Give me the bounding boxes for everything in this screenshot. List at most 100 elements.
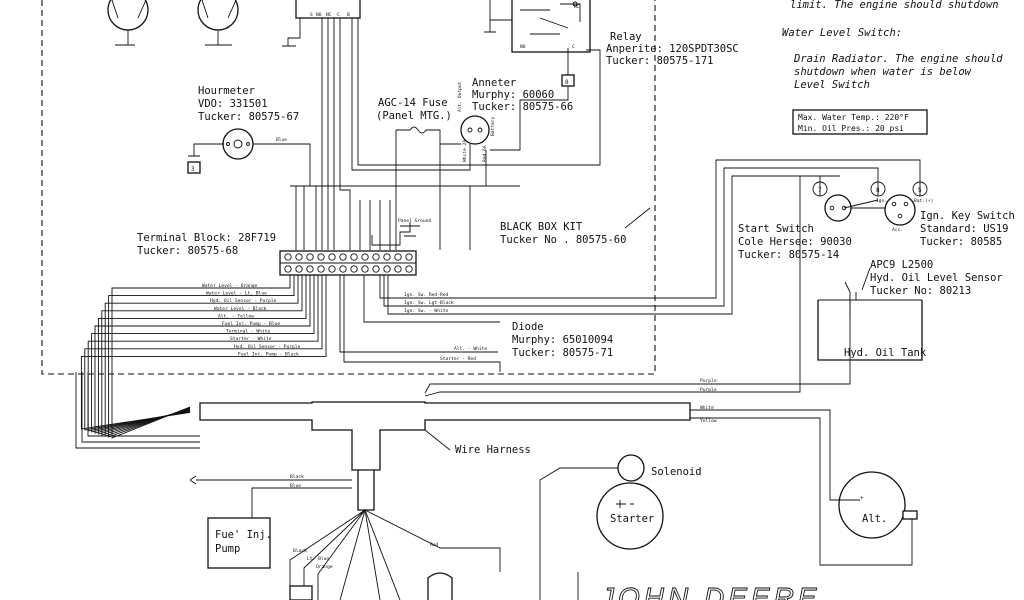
brand-watermark: JOHN DEERE <box>599 582 820 600</box>
lower-wire-ltblue: Lt. Blue <box>307 556 329 562</box>
terminal-screw <box>350 253 358 261</box>
terminal-screw <box>295 253 303 261</box>
alternator: Alt. + <box>838 471 918 539</box>
left-wire <box>84 275 323 431</box>
terminal-screw <box>350 265 358 273</box>
black-box-title: BLACK BOX KIT <box>500 221 583 233</box>
start-switch-tucker: Tucker: 80575-14 <box>738 249 839 261</box>
relay-title: Relay <box>610 31 642 43</box>
left-wire-label: Fuel Inj. Pump - Black <box>238 351 299 357</box>
harness-wire-yellow: Yellow <box>700 418 717 424</box>
hourmeter-title: Hourmeter <box>198 85 255 97</box>
left-wire-label: Hyd. Oil Sensor - Purple <box>234 344 301 350</box>
ammeter-tucker: Tucker: 80575-66 <box>472 101 573 113</box>
terminal-screw <box>361 253 369 261</box>
panel-ground-label: Panel Ground <box>398 218 431 224</box>
left-wire <box>94 275 311 434</box>
limits-box: Max. Water Temp.: 220°F Min. Oil Pres.: … <box>792 109 928 135</box>
alternator-plus: + <box>860 495 864 502</box>
terminal-screw <box>284 265 292 273</box>
terminal-screw <box>306 265 314 273</box>
relay-pin-c: C <box>572 44 575 50</box>
top-pin-nc: NC <box>326 12 332 18</box>
fuse-title: AGC-14 Fuse <box>378 97 448 109</box>
terminal-screw <box>339 253 347 261</box>
starter-solenoid: Solenoid Starter <box>539 454 702 600</box>
terminal-screw <box>317 253 325 261</box>
top-pin-c: C <box>337 12 340 18</box>
terminal-screw <box>394 265 402 273</box>
terminal-screw <box>295 265 303 273</box>
panel-enclosure-outline <box>41 0 656 375</box>
note-cutoff: limit. The engine should shutdown <box>790 0 999 11</box>
hyd-sensor-title: APC9 L2500 <box>870 259 933 271</box>
left-wire-label: Fuel Inj. Pump - Blue <box>222 321 280 327</box>
ammeter-title: Anneter <box>472 77 516 89</box>
fuel-pump-label-2: Pump <box>215 543 240 555</box>
ign-term-5: 5 <box>918 187 922 194</box>
relay-tucker: Tucker: 80575-171 <box>606 55 713 67</box>
ign-switch-tucker: Tucker: 80585 <box>920 236 1002 248</box>
water-switch-desc-2: shutdown when water is below <box>794 66 972 78</box>
fuel-pump-label-1: Fue' Inj. <box>215 529 272 541</box>
relay-pin-nc: NC <box>574 4 580 10</box>
diode-wire-alt: Alt. - White <box>454 346 487 352</box>
terminal-screw <box>372 253 380 261</box>
terminal-screw <box>405 265 413 273</box>
ign-pin-bat: Bat.(+) <box>914 198 933 204</box>
diode-wires: Alt. - White Starter - Red <box>339 275 501 372</box>
diode-tucker: Tucker: 80575-71 <box>512 347 613 359</box>
limit-water-temp: Max. Water Temp.: 220°F <box>798 113 909 122</box>
wire-harness-label: Wire Harness <box>455 444 531 456</box>
water-switch-desc-3: Level Switch <box>794 79 870 91</box>
terminal-screw <box>328 253 336 261</box>
left-wire <box>91 275 315 433</box>
terminal-screw <box>405 253 413 261</box>
gauge-top-middle <box>197 0 239 46</box>
left-wire <box>80 275 327 430</box>
ammeter-pin-alt: Alt. Output <box>457 81 463 112</box>
left-wire-label: Terminal - White <box>226 329 270 335</box>
left-wire <box>75 372 200 449</box>
ign-switch-std: Standard: US19 <box>920 223 1009 235</box>
left-wire-label: Hyd. Oil Sensor - Purple <box>210 298 277 304</box>
right-wire-1: Ign. Sw. Red-Red <box>404 292 448 298</box>
start-switch-part: Cole Hersee: 90030 <box>738 236 852 248</box>
fuel-pump-wire-black: Black <box>290 474 304 480</box>
terminal-screw <box>383 265 391 273</box>
fuse-mount: (Panel MTG.) <box>376 110 452 122</box>
diode-wire-starter: Starter - Red <box>440 356 476 362</box>
harness-wire-purple-2: Purple <box>700 387 717 393</box>
terminal-block-tucker: Tucker: 80575-68 <box>137 245 238 257</box>
harness-right-wires: Purple Purple White Yellow <box>424 175 913 566</box>
diode-part: Murphy: 65010094 <box>512 334 613 346</box>
limit-oil-pres: Min. Oil Pres.: 20 psi <box>798 124 904 133</box>
lower-wire-orange: Orange <box>316 564 333 570</box>
relay-pin-no: NO <box>520 44 526 50</box>
hyd-oil-tank: Hyd. Oil Tank <box>817 267 927 361</box>
terminal-screw <box>383 253 391 261</box>
top-pin-s: S <box>310 12 313 18</box>
left-wire <box>97 275 307 435</box>
fuel-inj-pump: Black Blue Fue' Inj. Pump <box>189 474 352 569</box>
right-wire-3: Ign. Sw. - White <box>404 308 448 314</box>
wire-harness: Wire Harness <box>199 401 691 511</box>
terminal-screw <box>306 253 314 261</box>
lower-wire-fan: Black Lt. Blue Orange Red <box>289 509 501 600</box>
panel-wiring: Panel Ground <box>290 18 601 250</box>
hourmeter-symbol: Blue 3 <box>187 128 311 186</box>
fuse-symbol <box>396 126 461 145</box>
black-box-kit-pointer <box>624 207 651 229</box>
hourmeter-tucker: Tucker: 80575-67 <box>198 111 299 123</box>
gauge-top-left <box>107 0 149 46</box>
hyd-sensor-tucker: Tucker No: 80213 <box>870 285 971 297</box>
ref-box-3: 3 <box>191 166 195 173</box>
terminal-screw <box>372 265 380 273</box>
terminal-screw <box>361 265 369 273</box>
hourmeter-wire: Blue <box>276 137 287 143</box>
water-switch-desc-1: Drain Radiator. The engine should <box>793 53 1003 65</box>
left-wire <box>101 275 303 436</box>
solenoid-label: Solenoid <box>651 466 702 478</box>
